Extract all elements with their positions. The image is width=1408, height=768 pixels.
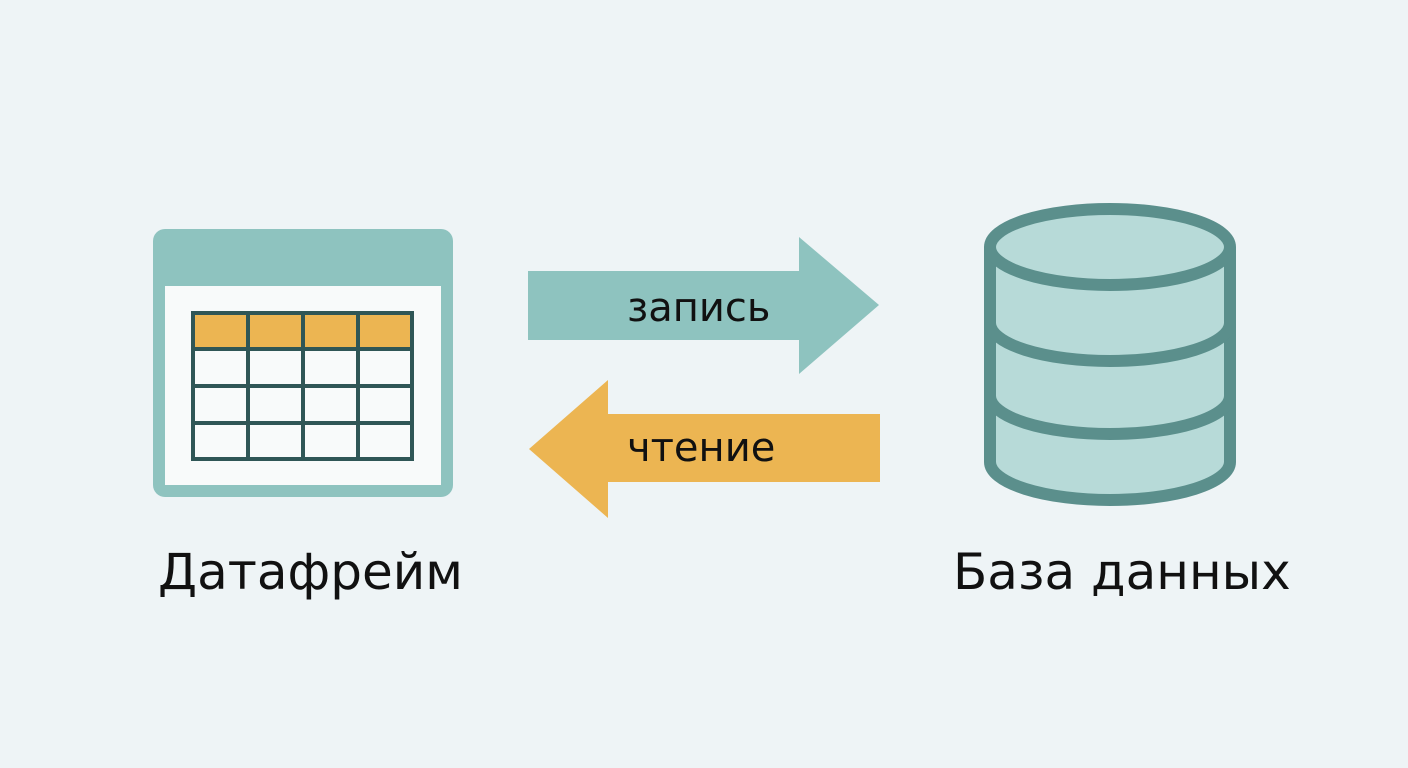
database-label: База данных (953, 543, 1291, 601)
table-grid (191, 311, 414, 461)
database-cylinder-icon (984, 203, 1236, 506)
table-window-icon (153, 229, 453, 497)
read-arrow-label: чтение (627, 425, 776, 471)
write-arrow-label: запись (627, 285, 771, 331)
write-arrow (528, 237, 879, 374)
read-arrow (529, 380, 880, 518)
dataframe-label: Датафрейм (158, 543, 463, 601)
